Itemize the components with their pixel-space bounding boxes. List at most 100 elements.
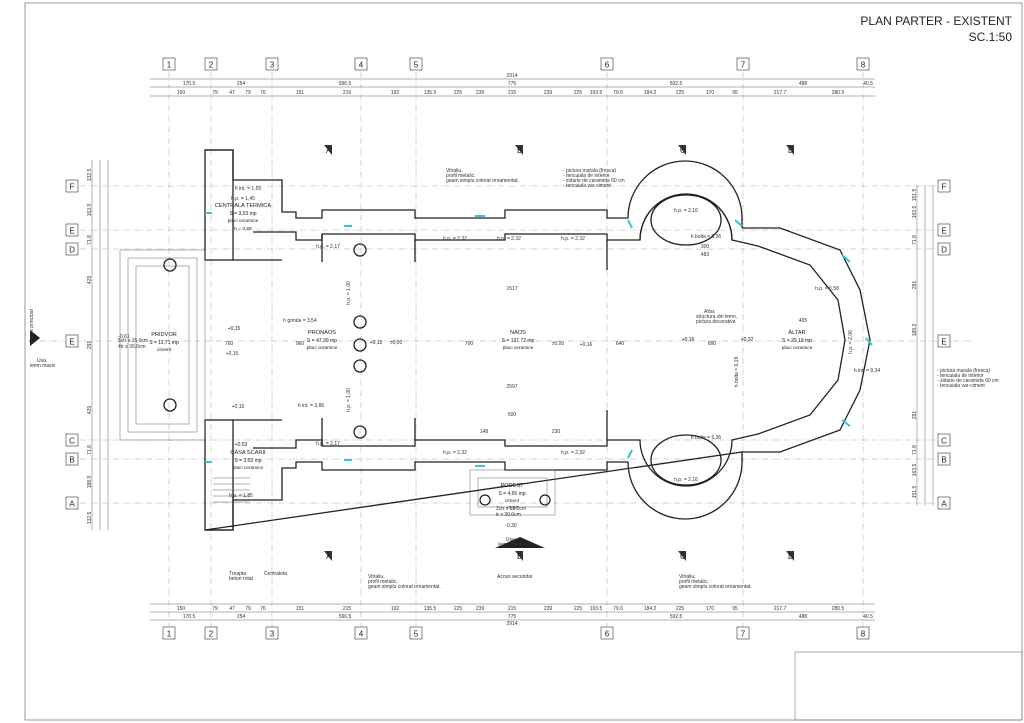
svg-text:47: 47 (229, 90, 235, 96)
svg-text:217.7: 217.7 (774, 606, 787, 612)
svg-text:A: A (326, 146, 332, 155)
svg-text:D: D (788, 146, 794, 155)
svg-text:h.p. = 2,32: h.p. = 2,32 (497, 236, 521, 242)
svg-text:225: 225 (676, 606, 685, 612)
svg-text:135.5: 135.5 (424, 90, 437, 96)
svg-text:225: 225 (574, 606, 583, 612)
svg-text:8: 8 (861, 630, 866, 639)
svg-text:B: B (69, 456, 74, 465)
svg-text:500: 500 (508, 412, 517, 418)
svg-text:193.5: 193.5 (590, 606, 603, 612)
room-naos-name: NAOS (510, 330, 526, 336)
svg-text:- pictura murala (fresca): - pictura murala (fresca) (563, 168, 616, 174)
svg-text:215: 215 (343, 606, 352, 612)
svg-text:tr x 30,0cm: tr x 30,0cm (496, 512, 521, 518)
svg-text:S = 137,72 mp: S = 137,72 mp (502, 338, 535, 344)
svg-text:A: A (326, 552, 332, 561)
svg-text:+0,53: +0,53 (235, 442, 248, 448)
column-axes-bottom: 1 2 3 4 5 6 7 8 (162, 626, 870, 640)
svg-text:151: 151 (296, 606, 305, 612)
svg-text:163.5: 163.5 (87, 204, 93, 217)
svg-text:2: 2 (209, 630, 214, 639)
svg-text:151.5: 151.5 (912, 189, 918, 202)
room-casa-scarii-name: CASA SCARII (230, 450, 266, 456)
svg-text:163.5: 163.5 (912, 464, 918, 477)
svg-text:890: 890 (708, 341, 717, 347)
svg-text:135.5: 135.5 (424, 606, 437, 612)
svg-text:h.p. = 1,85: h.p. = 1,85 (229, 493, 253, 499)
svg-text:239: 239 (544, 90, 553, 96)
svg-text:h grinda = 3,54: h grinda = 3,54 (283, 318, 317, 324)
svg-text:- zidarie de caramida 60 cm: - zidarie de caramida 60 cm (937, 378, 999, 384)
svg-text:h = 3,69: h = 3,69 (234, 226, 252, 232)
svg-text:47: 47 (229, 606, 235, 612)
svg-text:h bolta = 6,36: h bolta = 6,36 (691, 435, 722, 441)
svg-text:170: 170 (706, 606, 715, 612)
room-centrala-name: CENTRALA TERMICA (215, 203, 271, 209)
svg-text:C: C (680, 552, 686, 561)
sheet-border (24, 2, 1023, 721)
svg-text:S = 3,03 mp: S = 3,03 mp (234, 458, 261, 464)
svg-text:Vitraliu,: Vitraliu, (368, 574, 385, 580)
svg-text:291: 291 (87, 341, 93, 350)
svg-text:E: E (69, 227, 74, 236)
svg-text:+0,15: +0,15 (232, 404, 245, 410)
svg-text:C: C (69, 437, 75, 446)
svg-text:1: 1 (167, 630, 172, 639)
notes: Vitraliu, profil metalic, geam simplu co… (29, 168, 999, 590)
svg-text:760: 760 (225, 341, 234, 347)
svg-text:8: 8 (861, 61, 866, 70)
svg-text:+0,15: +0,15 (370, 340, 383, 346)
svg-text:640: 640 (616, 341, 625, 347)
svg-text:lemn masiv: lemn masiv (498, 542, 524, 548)
svg-text:±0,00: ±0,00 (552, 341, 565, 347)
dim-overall-bottom: 2914 (506, 621, 517, 627)
svg-text:217.7: 217.7 (774, 90, 787, 96)
svg-text:1517: 1517 (506, 286, 517, 292)
svg-text:6: 6 (605, 630, 610, 639)
svg-text:2: 2 (209, 61, 214, 70)
room-labels: CENTRALA TERMICA S = 3,03 mp placi ceram… (149, 203, 812, 511)
acces-principal-arrow (30, 330, 40, 346)
svg-text:76: 76 (260, 606, 266, 612)
svg-text:76: 76 (260, 90, 266, 96)
svg-text:placi ceramice: placi ceramice (503, 345, 534, 351)
svg-text:ciment: ciment (505, 498, 520, 504)
svg-text:150: 150 (177, 90, 186, 96)
svg-text:placi ceramice: placi ceramice (233, 465, 264, 471)
sheet-scale: SC.1:50 (969, 30, 1013, 44)
sheet-title: PLAN PARTER - EXISTENT (860, 14, 1012, 28)
svg-text:151: 151 (296, 90, 305, 96)
svg-text:Vitraliu,: Vitraliu, (446, 168, 463, 174)
axis-e-prime: E E (65, 334, 951, 348)
svg-text:225: 225 (574, 90, 583, 96)
svg-text:148: 148 (480, 429, 489, 435)
svg-text:Vitraliu,: Vitraliu, (679, 574, 696, 580)
svg-text:h.p. = 2,16: h.p. = 2,16 (674, 477, 698, 483)
section-marks: A A B B C C D D (324, 145, 794, 561)
svg-text:40.5: 40.5 (863, 614, 873, 620)
svg-text:239: 239 (476, 90, 485, 96)
acces-secundar-arrow (495, 537, 545, 548)
svg-text:Treapta: Treapta (229, 571, 246, 577)
svg-text:79: 79 (212, 606, 218, 612)
svg-text:-0,61: -0,61 (118, 334, 130, 340)
room-podest-name: PODEST (500, 483, 524, 489)
svg-text:- tencuiala de interior: - tencuiala de interior (563, 173, 610, 179)
svg-text:A: A (941, 500, 947, 509)
svg-text:F: F (70, 183, 75, 192)
room-altar-name: ALTAR (788, 330, 805, 336)
svg-text:h.p. = 2,32: h.p. = 2,32 (561, 236, 585, 242)
svg-text:h int. = 3,86: h int. = 3,86 (298, 403, 324, 409)
svg-text:405: 405 (799, 318, 808, 324)
svg-text:79.6: 79.6 (613, 90, 623, 96)
svg-text:B: B (517, 146, 522, 155)
svg-text:254: 254 (237, 81, 246, 87)
svg-text:lemn masiv: lemn masiv (30, 363, 56, 369)
svg-text:3: 3 (270, 630, 275, 639)
svg-text:150: 150 (177, 606, 186, 612)
svg-text:C: C (680, 146, 686, 155)
svg-text:structura din lemn,: structura din lemn, (696, 314, 737, 320)
